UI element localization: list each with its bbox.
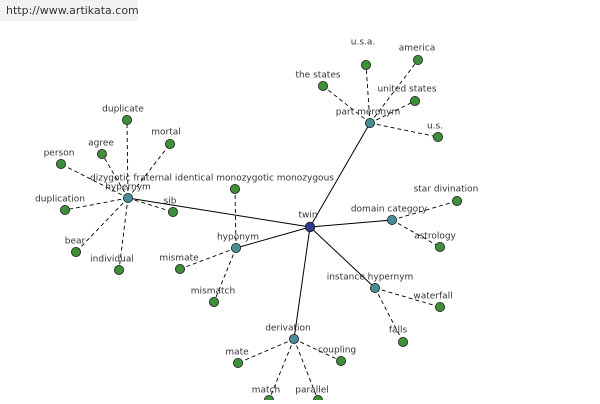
- node-instance-hypernym[interactable]: [369, 282, 380, 293]
- node-label-match: match: [252, 386, 280, 396]
- node-twin[interactable]: [304, 221, 316, 233]
- graph-edges: [60, 59, 458, 401]
- node-part-meronym[interactable]: [364, 118, 375, 129]
- node-monozygotic[interactable]: [229, 183, 240, 194]
- node-label-twin: twin: [298, 211, 317, 221]
- node-label-mismate: mismate: [159, 254, 199, 264]
- node-label-monozygotic: dizygotic fraternal identical monozygoti…: [90, 174, 334, 184]
- node-coupling[interactable]: [335, 355, 346, 366]
- node-label-parallel: parallel: [295, 386, 328, 396]
- edge-hyponym-mismatch: [213, 247, 237, 303]
- node-falls[interactable]: [397, 336, 408, 347]
- node-individual[interactable]: [114, 264, 125, 275]
- node-label-agree: agree: [88, 139, 114, 149]
- node-label-astrology: astrology: [414, 232, 456, 242]
- node-mate[interactable]: [232, 357, 243, 368]
- node-us-dotted[interactable]: [432, 131, 443, 142]
- node-label-hyponym: hyponym: [217, 233, 259, 243]
- edge-hypernym-left-bear: [75, 197, 129, 253]
- watermark-url: http://www.artikata.com: [0, 0, 139, 21]
- node-parallel[interactable]: [313, 395, 323, 404]
- node-label-individual: individual: [90, 255, 134, 265]
- node-label-hypernym-left: hypernym: [105, 183, 151, 193]
- node-domain-category[interactable]: [386, 214, 397, 225]
- edge-hypernym-left-agree: [101, 153, 129, 199]
- node-america[interactable]: [412, 55, 423, 66]
- node-bear[interactable]: [71, 246, 82, 257]
- node-label-bear: bear: [65, 237, 86, 247]
- edge-hypernym-left-mortal: [127, 143, 171, 199]
- edge-twin-hyponym: [235, 226, 311, 249]
- node-astrology[interactable]: [434, 241, 445, 252]
- edge-hypernym-left-individual: [118, 197, 129, 271]
- node-label-duplication: duplication: [35, 195, 85, 205]
- edge-hypernym-left-person: [60, 163, 129, 199]
- edge-part-meronym-united-states: [369, 100, 416, 124]
- edge-instance-hypernym-falls: [374, 287, 404, 343]
- node-label-america: america: [399, 44, 435, 54]
- edge-derivation-coupling: [293, 338, 342, 362]
- node-sib[interactable]: [167, 206, 178, 217]
- node-label-duplicate: duplicate: [102, 105, 144, 115]
- node-agree[interactable]: [97, 148, 108, 159]
- edge-hypernym-left-duplicate: [126, 119, 129, 199]
- node-label-united-states: united states: [377, 85, 436, 95]
- edge-hypernym-left-sib: [127, 197, 174, 213]
- node-united-states[interactable]: [409, 96, 420, 107]
- node-label-coupling: coupling: [318, 346, 356, 356]
- edge-twin-part-meronym: [309, 122, 371, 228]
- node-label-mortal: mortal: [151, 128, 181, 138]
- edge-derivation-match: [268, 338, 295, 401]
- node-waterfall[interactable]: [434, 301, 445, 312]
- node-duplication[interactable]: [60, 204, 71, 215]
- node-mortal[interactable]: [164, 138, 175, 149]
- node-label-mismatch: mismatch: [191, 287, 235, 297]
- node-label-derivation: derivation: [265, 324, 311, 334]
- edge-twin-domain-category: [309, 219, 393, 228]
- node-person[interactable]: [56, 158, 67, 169]
- node-hypernym-left[interactable]: [123, 192, 134, 203]
- node-star-divination[interactable]: [451, 195, 462, 206]
- node-label-part-meronym: part meronym: [336, 108, 400, 118]
- node-mismate[interactable]: [174, 263, 185, 274]
- node-label-falls: falls: [389, 326, 408, 336]
- node-hyponym[interactable]: [230, 242, 241, 253]
- node-label-person: person: [44, 149, 75, 159]
- edge-part-meronym-america: [369, 59, 419, 124]
- node-mismatch[interactable]: [208, 296, 219, 307]
- edge-part-meronym-usa-dotted: [365, 64, 371, 124]
- edge-hypernym-left-duplication: [64, 197, 129, 211]
- node-label-mate: mate: [225, 348, 249, 358]
- edge-twin-instance-hypernym: [309, 226, 376, 289]
- edge-part-meronym-us-dotted: [369, 122, 439, 138]
- node-label-instance-hypernym: instance hypernym: [327, 273, 414, 283]
- edge-domain-category-astrology: [391, 219, 441, 248]
- node-label-us-dotted: u.s.: [427, 122, 443, 132]
- edge-domain-category-star-divination: [391, 200, 458, 221]
- edge-derivation-mate: [237, 338, 295, 364]
- node-label-the-states: the states: [295, 71, 340, 81]
- node-label-star-divination: star divination: [414, 185, 479, 195]
- edge-hyponym-mismate: [179, 247, 237, 270]
- edge-instance-hypernym-waterfall: [374, 287, 441, 308]
- node-the-states[interactable]: [317, 81, 328, 92]
- node-label-waterfall: waterfall: [413, 292, 452, 302]
- node-label-domain-category: domain category: [351, 205, 428, 215]
- edge-twin-derivation: [293, 226, 311, 340]
- node-usa-dotted[interactable]: [360, 60, 371, 71]
- node-label-usa-dotted: u.s.a.: [351, 38, 376, 48]
- node-label-sib: sib: [164, 197, 177, 207]
- edge-derivation-parallel: [293, 338, 319, 401]
- node-derivation[interactable]: [288, 333, 299, 344]
- edge-part-meronym-the-states: [322, 85, 371, 124]
- edge-twin-hypernym-left: [127, 197, 311, 228]
- node-duplicate[interactable]: [122, 115, 133, 126]
- node-match[interactable]: [264, 395, 274, 404]
- edge-hyponym-monozygotic: [234, 188, 237, 249]
